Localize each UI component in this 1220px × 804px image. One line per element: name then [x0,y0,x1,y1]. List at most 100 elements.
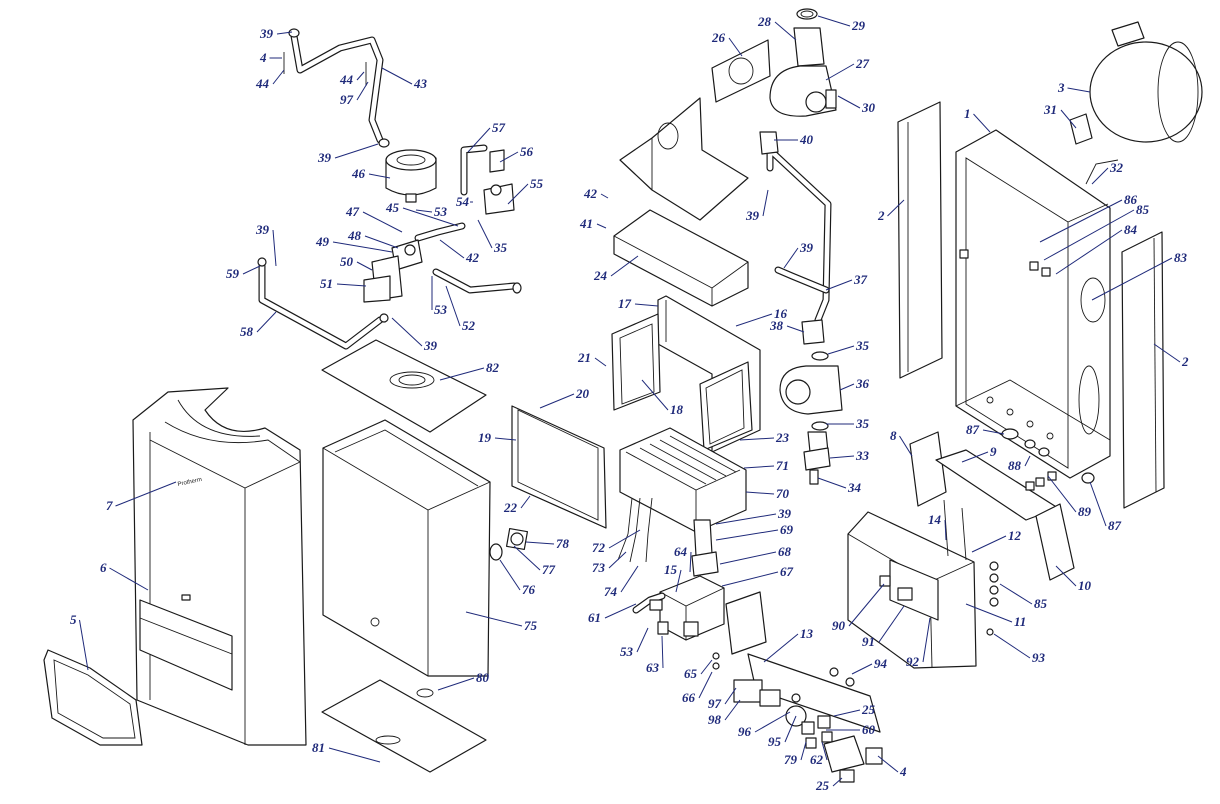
callout-leader [634,303,659,307]
display-unit [823,735,883,783]
pump [779,319,843,431]
callout-leader [721,571,779,587]
callout-leader [1024,455,1031,467]
callout-leader [763,633,799,663]
side-panel-left [897,101,943,379]
fan-mounting-plate [711,39,771,103]
callout-label: 39 [777,506,792,521]
callout-label: 57 [492,120,506,135]
callout-leader [1067,87,1091,93]
callout-leader [507,183,529,205]
callout-leader [982,429,1005,435]
callout-label: 94 [874,656,888,671]
callout-leader [774,21,797,41]
callout-leader [743,465,775,469]
callout-label: 42 [465,250,480,265]
callout-label: 39 [799,240,814,255]
callout-label: 77 [542,562,556,577]
callout-label: 11 [1014,614,1026,629]
callout-leader [832,777,843,787]
callout-label: 14 [928,512,942,527]
callout-leader [784,715,797,743]
callout-leader [961,451,989,463]
brackets-and-rails [909,431,1075,581]
callout-label: 95 [768,734,782,749]
callout-label: 53 [434,302,448,317]
callout-leader [833,709,861,717]
chamber-front-panel [511,405,607,529]
callout-label: 13 [800,626,814,641]
callout-leader [356,71,365,81]
callout-leader [783,247,799,269]
callout-label: 72 [592,540,606,555]
callout-label: 2 [877,208,885,223]
callout-label: 32 [1109,160,1124,175]
chamber-insulation-right [699,361,753,451]
callout-leader [115,481,177,507]
callout-label: 28 [757,14,772,29]
callout-leader [735,313,773,327]
callout-label: 7 [106,498,113,513]
ignition-module [725,591,767,655]
callout-label: 54 [456,194,470,209]
callout-label: 39 [745,208,760,223]
callout-label: 53 [620,644,634,659]
callout-label: 63 [646,660,660,675]
top-cover-plate [321,339,487,433]
sight-glass-frame [43,649,143,746]
callout-leader [391,317,423,347]
callout-label: 78 [556,536,570,551]
callout-leader [332,241,393,253]
callout-label: 67 [780,564,794,579]
callout-leader [334,143,379,159]
callout-leader [922,617,931,663]
callout-leader [698,671,713,699]
callout-leader [1060,109,1077,129]
callout-leader [513,545,541,571]
diverter-valve [363,222,466,303]
callout-leader [608,551,627,569]
callout-label: 46 [351,166,366,181]
callout-leader [499,559,521,591]
callout-leader [276,31,293,35]
callout-label: 52 [462,318,476,333]
callout-label: 16 [774,306,788,321]
callout-label: 37 [853,272,868,287]
callout-leader [965,603,1013,623]
callout-label: 19 [478,430,492,445]
callout-leader [439,367,485,381]
callout-label: 39 [259,26,274,41]
callout-leader [899,435,913,457]
callout-leader [827,345,855,355]
flow-pipe-right [759,131,832,324]
callout-label: 87 [966,422,980,437]
callout-leader [641,379,669,411]
callout-leader [109,567,149,591]
callout-label: 55 [530,176,544,191]
callout-label: 98 [708,712,722,727]
callout-leader [728,37,743,57]
callout-label: 42 [583,186,598,201]
callout-leader [689,551,692,573]
callout-leader [999,583,1033,605]
callout-label: 89 [1078,504,1092,519]
callout-label: 9 [990,444,997,459]
chamber-insulation-left [611,313,661,411]
callout-leader [467,127,491,153]
callout-leader [829,455,855,459]
callout-label: 93 [1032,650,1046,665]
gas-cock-fittings [649,599,720,670]
callout-label: 48 [347,228,362,243]
control-pcb [733,653,881,749]
callout-label: 39 [423,338,438,353]
callout-leader [825,279,853,291]
callout-leader [272,229,277,267]
callout-leader [944,519,947,541]
callout-leader [877,755,899,773]
callout-leader [715,529,779,541]
callout-leader [242,265,261,275]
callout-leader [604,603,637,619]
callout-leader [402,207,459,227]
